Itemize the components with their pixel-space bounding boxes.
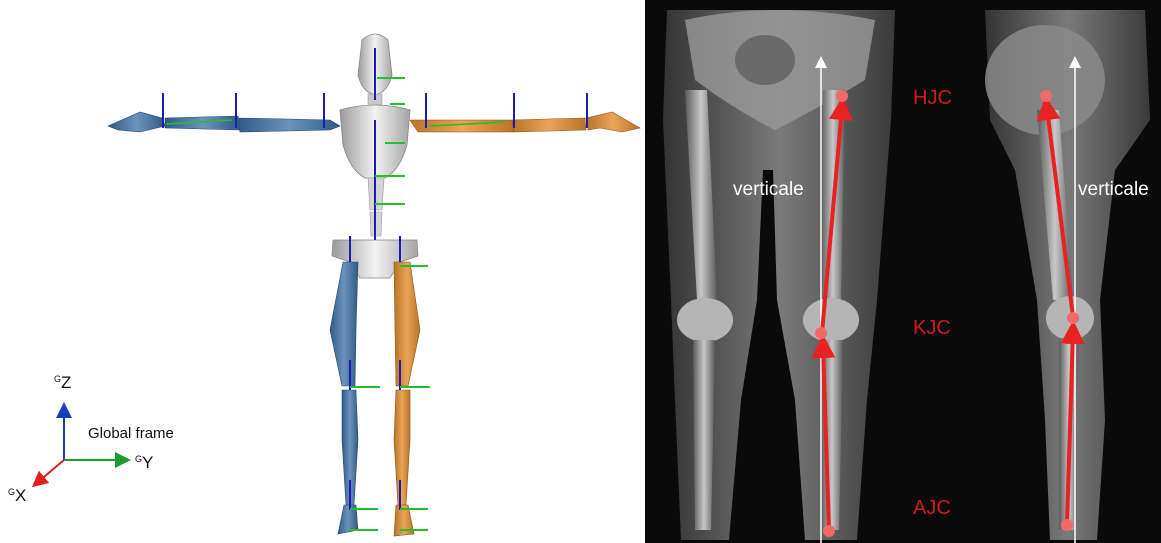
svg-text:GX: GX	[8, 486, 26, 505]
radiograph-panel: verticale verticale HJC KJC AJC	[645, 0, 1161, 543]
global-y-label-sup: G	[135, 454, 142, 464]
global-frame-label: Global frame	[88, 425, 174, 442]
right-arm	[410, 112, 640, 132]
global-x-axis	[38, 460, 64, 482]
ankle-joint-center-front	[823, 525, 835, 537]
hip-joint-center-front	[836, 90, 848, 102]
ankle-joint-label: AJC	[913, 497, 951, 519]
global-z-label: Z	[61, 373, 71, 392]
svg-text:GZ: GZ	[54, 373, 71, 392]
knee-joint-center-front	[815, 327, 827, 339]
knee-joint-center-side	[1067, 312, 1079, 324]
hip-joint-label: HJC	[913, 87, 952, 109]
knee-joint-label: KJC	[913, 317, 951, 339]
global-z-label-sup: G	[54, 374, 61, 384]
vertical-label-side: verticale	[1078, 179, 1149, 200]
vertical-label-front: verticale	[733, 179, 804, 200]
global-frame: GZ GY GX Global frame	[8, 373, 174, 505]
skeletal-model-panel: GZ GY GX Global frame	[0, 0, 645, 543]
svg-text:GY: GY	[135, 453, 153, 472]
left-arm	[108, 112, 340, 132]
ankle-joint-center-side	[1061, 519, 1073, 531]
global-x-label-sup: G	[8, 487, 15, 497]
right-leg	[394, 262, 420, 536]
global-y-label: Y	[142, 453, 153, 472]
left-leg	[330, 262, 358, 534]
skeletal-model-figure: GZ GY GX Global frame	[0, 0, 645, 543]
global-x-label: X	[15, 486, 26, 505]
radiograph-figure: verticale verticale HJC KJC AJC	[645, 0, 1161, 543]
hip-joint-center-side	[1040, 90, 1052, 102]
